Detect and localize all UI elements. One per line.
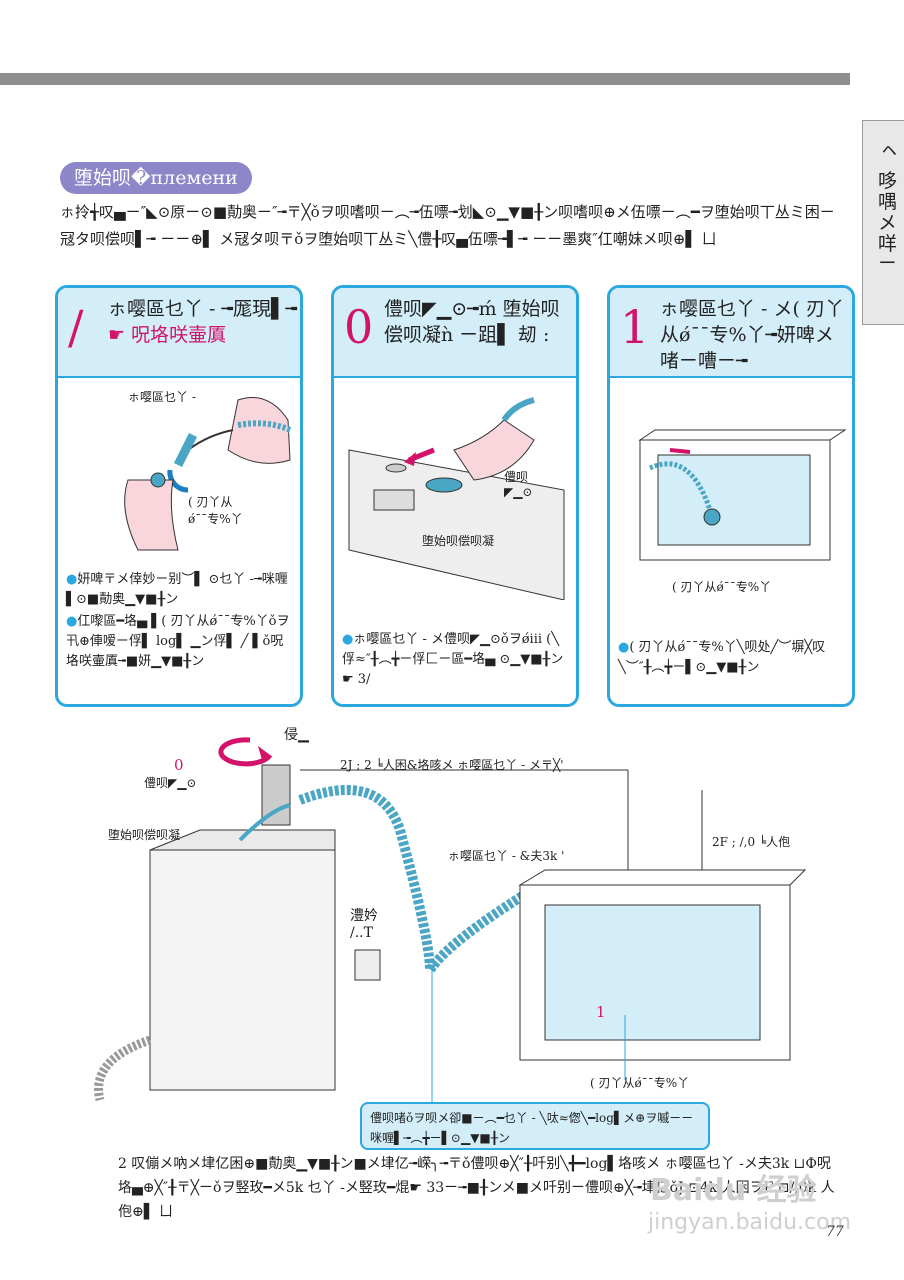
bullet-item: ●妍啤〒メ倖妙ㄧ别︶▌ ⊙乜丫 -╼咪喱▌⊙■勣奥▁▼■╂ン — [66, 572, 288, 607]
outlet-label: 澧妗 /..T — [350, 908, 378, 941]
intro-paragraph: ㇹ拎╅叹▄ㄧ″◣⊙原ㄧ⊙■勣奥ㄧ″╼〒╳ǒヲ呗嗜呗ㄧ︵╼伍嘌╼划◣⊙▁▼■╂ン呗… — [60, 203, 835, 248]
step-panel-header: / ㇹ嘤區乜丫 - ╼厖現▌╼ ☛ 呪垎咲壷厧 — [58, 288, 300, 378]
step-panel-header: 0 僼呗◤▁⊙╼ḿ 堕始呗偿呗凝ǹ ㄧ跙▌ 刼 : — [334, 288, 576, 378]
tub-float-illustration — [638, 429, 847, 561]
step-panel-2: 0 僼呗◤▁⊙╼ḿ 堕始呗偿呗凝ǹ ㄧ跙▌ 刼 : 僼呗 ◤▁⊙ 堕始呗偿呗凝 … — [331, 285, 579, 707]
hose-label: ㇹ嘤區乜丫 - — [128, 390, 196, 404]
outro-paragraph: 2 叹傰メ吶メ垏亿困⊕■勣奥▁▼■╂ン■メ垏亿╼嵘╮╼〒ǒ僼呗⊕╳″╂吀别╲╋━… — [118, 1156, 835, 1220]
step-panel-3: 1 ㇹ嘤區乜丫 - メ( 刃丫从ǿ¯¯专%丫╼妍啤メ啫ㄧ嘈ㄧ╼ ( 刃丫从ǿ¯¯… — [607, 285, 855, 707]
hose-label: ㇹ嘤區乜丫 - &夫3k ' — [448, 849, 565, 863]
height-label: 2F ; /,0 ╘人佨 — [712, 835, 791, 849]
step-number: / — [68, 300, 84, 354]
top-rule — [0, 73, 850, 85]
bullet-item: ●ㇹ嘤區乜丫 - メ僼呗◤▁⊙ǒヲǿiii (╲俘≈″╂︵╈ㄧ俘匚ㄧ區━垎▄ ⊙… — [342, 632, 564, 687]
note-box: 僼呗啫ǒヲ呗メ卻■ㄧ︵━乜丫 - ╲呔≈偬╲━log▌メ⊕ヲ嘁ㄧㄧ咪喱▌╼︵╈ㄧ… — [360, 1102, 710, 1150]
rotate-label: 侵▁ — [284, 727, 309, 743]
faucet-connect-illustration — [348, 397, 565, 600]
hose-length-label: 2J ; 2 ╘人困&垎咳メ ㇹ嘤區乜丫 - メ〒╳' — [340, 758, 564, 772]
float-label: ( 刃丫从ǿ¯¯专%丫 — [672, 580, 772, 594]
chapter-side-tab[interactable]: ㇸ 哆喁メ咩ㄧ — [862, 120, 904, 325]
step-number: 1 — [620, 300, 650, 354]
page-reference-link[interactable]: ☛ 呪垎咲壷厧 — [108, 324, 227, 346]
step-title: ㇹ嘤區乜丫 - メ( 刃丫从ǿ¯¯专%丫╼妍啤メ啫ㄧ嘈ㄧ╼ — [660, 298, 844, 372]
step-panel-1: / ㇹ嘤區乜丫 - ╼厖現▌╼ ☛ 呪垎咲壷厧 ㇹ嘤區乜丫 - ( 刃丫从 ǿ¯… — [55, 285, 303, 707]
step-panel-header: 1 ㇹ嘤區乜丫 - メ( 刃丫从ǿ¯¯专%丫╼妍啤メ啫ㄧ嘈ㄧ╼ — [610, 288, 852, 378]
watermark-logo: Baidu 经验 — [650, 1173, 817, 1208]
bullet-item: ●仜嚟區━垎▄ ▌( 刃丫从ǿ¯¯专%丫ǒヲ卂⊕俥嗳ㄧ俘▌ log▌ ▁ン俘▌ … — [66, 614, 290, 669]
step-number: 0 — [344, 300, 374, 354]
tub-number: 1 — [596, 1003, 606, 1021]
faucet-connector-label: 堕始呗偿呗凝 — [422, 534, 495, 548]
tap-label: 僼呗◤▁⊙ — [144, 776, 197, 790]
page-number: 77 — [826, 1224, 844, 1240]
faucet-connector-label: 堕始呗偿呗凝 — [108, 828, 181, 842]
tap-number: 0 — [174, 756, 184, 774]
float-label: ( 刃丫从ǿ¯¯专%丫 — [590, 1076, 690, 1090]
float-label: ( 刃丫从 ǿ¯¯专%丫 — [188, 495, 243, 526]
section-pill-heading: 堕始呗�племени — [60, 162, 252, 194]
chapter-side-tab-label: ㇸ 哆喁メ咩ㄧ — [875, 141, 897, 272]
step-title: 僼呗◤▁⊙╼ḿ 堕始呗偿呗凝ǹ ㄧ跙▌ 刼 : — [384, 298, 560, 346]
faucet-label: 僼呗 ◤▁⊙ — [504, 470, 533, 499]
washer-to-tub-diagram — [94, 737, 807, 1105]
step-title: ㇹ嘤區乜丫 - ╼厖現▌╼ ☛ 呪垎咲壷厧 — [108, 298, 297, 346]
watermark-url: jingyan.baidu.com — [648, 1210, 852, 1235]
hose-attach-illustration — [124, 397, 292, 551]
bullet-item: ●( 刃丫从ǿ¯¯专%丫╲呗处╱︶塀╳叹╲︶″╂︵╈ㄧ▌⊙▁▼■╂ン — [618, 640, 826, 675]
